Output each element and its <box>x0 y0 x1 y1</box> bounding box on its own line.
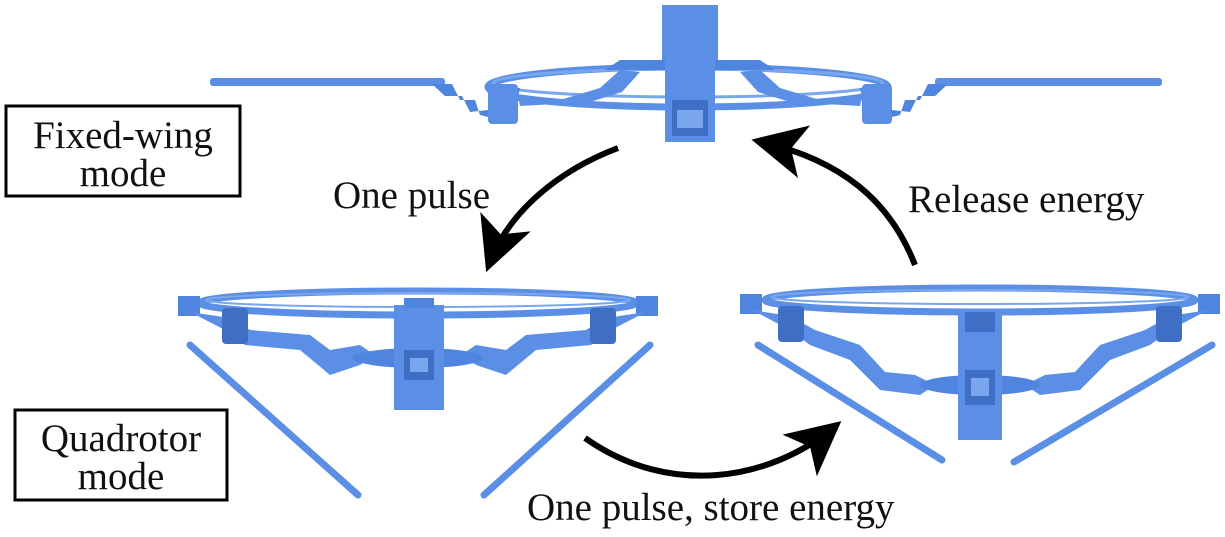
one-pulse-store-energy-label: One pulse, store energy <box>527 486 895 529</box>
fixed-wing-mode-label: Fixed-wing mode <box>4 104 242 198</box>
quadrotor-mode-label: Quadrotor mode <box>13 408 229 502</box>
fixed-wing-mode-line2: mode <box>80 152 167 195</box>
fixed-wing-drone-illustration <box>210 5 1162 142</box>
arrow-quadrotor-to-fixed-wing <box>751 125 918 267</box>
one-pulse-label: One pulse <box>333 174 490 217</box>
arrow-fixed-wing-to-quadrotor <box>480 145 620 273</box>
quadrotor-mode-line2: mode <box>78 455 165 498</box>
release-energy-label: Release energy <box>908 178 1145 221</box>
arrow-quadrotor-store-energy <box>583 421 842 479</box>
quadrotor-mode-line1: Quadrotor <box>41 417 201 460</box>
quadrotor-drone-illustration-1 <box>178 287 658 499</box>
fixed-wing-mode-line1: Fixed-wing <box>33 114 213 157</box>
quadrotor-drone-illustration-2 <box>740 284 1220 466</box>
